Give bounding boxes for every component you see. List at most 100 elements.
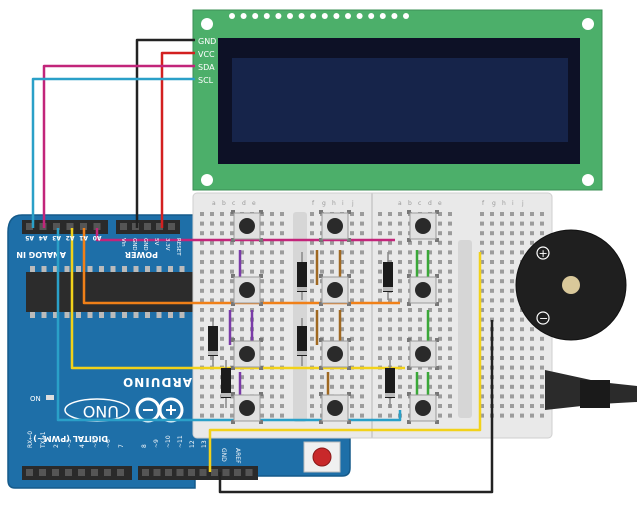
breadboard-hole: [310, 327, 314, 332]
chip-pin: [30, 312, 35, 318]
breadboard-hole: [310, 346, 314, 351]
buzzer-minus-label: −: [539, 312, 548, 325]
breadboard-hole: [230, 413, 234, 418]
breadboard-hole: [240, 269, 244, 274]
breadboard-hole: [310, 308, 314, 312]
breadboard-hole: [280, 279, 284, 284]
push-button[interactable]: [231, 210, 263, 242]
push-button[interactable]: [407, 210, 439, 242]
header-hole: [144, 223, 151, 230]
breadboard-hole: [210, 384, 214, 389]
chip-pin: [179, 312, 185, 318]
breadboard-hole: [340, 317, 344, 322]
push-button[interactable]: [407, 392, 439, 424]
breadboard-hole: [320, 375, 324, 380]
breadboard-hole: [310, 231, 314, 236]
power-label: POWER: [125, 250, 158, 259]
breadboard-hole: [530, 375, 534, 380]
analog-pin-label: A0: [93, 234, 102, 241]
breadboard-hole: [280, 317, 284, 322]
breadboard-hole: [330, 240, 334, 245]
breadboard-hole: [398, 384, 402, 389]
breadboard-hole: [280, 269, 284, 274]
breadboard-hole: [510, 298, 514, 303]
breadboard-hole: [418, 250, 422, 255]
breadboard-hole: [230, 298, 234, 303]
breadboard-hole: [310, 260, 314, 264]
breadboard-hole: [510, 356, 514, 360]
breadboard-hole: [408, 375, 412, 380]
breadboard-hole: [500, 404, 504, 408]
buzzer-plus-label: +: [539, 247, 548, 260]
breadboard-hole: [480, 317, 484, 322]
breadboard-hole: [530, 404, 534, 408]
breadboard-hole: [360, 317, 364, 322]
breadboard-hole: [230, 308, 234, 312]
breadboard-hole: [520, 394, 524, 399]
breadboard-hole: [330, 308, 334, 312]
push-button[interactable]: [319, 338, 351, 370]
breadboard-hole: [388, 336, 392, 341]
header-hole: [176, 469, 184, 476]
breadboard-hole: [360, 394, 364, 399]
push-button[interactable]: [319, 210, 351, 242]
breadboard-column-letter: e: [252, 200, 256, 207]
breadboard-hole: [448, 288, 452, 293]
breadboard-hole: [360, 308, 364, 312]
breadboard-hole: [398, 231, 402, 236]
breadboard-hole: [260, 269, 264, 274]
breadboard-hole: [270, 288, 274, 293]
breadboard-hole: [310, 269, 314, 274]
breadboard-hole: [428, 365, 432, 370]
breadboard-hole: [418, 240, 422, 245]
breadboard-column-letter: i: [512, 200, 514, 207]
push-button[interactable]: [407, 274, 439, 306]
digital-pin-label: ~3: [66, 439, 73, 448]
push-button[interactable]: [407, 338, 439, 370]
breadboard-hole: [510, 308, 514, 312]
breadboard-hole: [210, 260, 214, 264]
breadboard-hole: [220, 308, 224, 312]
breadboard-hole: [500, 375, 504, 380]
push-button[interactable]: [319, 274, 351, 306]
reset-button[interactable]: [312, 447, 332, 467]
push-button[interactable]: [319, 392, 351, 424]
breadboard-hole: [428, 336, 432, 341]
breadboard-hole: [480, 288, 484, 293]
wire-dgnd-black: [218, 320, 494, 494]
breadboard-hole: [200, 404, 204, 408]
chip-pin: [156, 266, 162, 272]
breadboard-hole: [480, 404, 484, 408]
breadboard-hole: [500, 250, 504, 255]
breadboard-hole: [330, 250, 334, 255]
breadboard-hole: [418, 365, 422, 370]
breadboard-hole: [240, 327, 244, 332]
breadboard-hole: [388, 221, 392, 226]
breadboard-hole: [260, 221, 264, 226]
push-button[interactable]: [231, 338, 263, 370]
breadboard-hole: [360, 298, 364, 303]
breadboard-column-letter: d: [242, 200, 246, 207]
breadboard-hole: [480, 327, 484, 332]
header-hole: [93, 223, 101, 230]
lcd-pin-sda: SDA: [198, 63, 215, 72]
breadboard-hole: [398, 308, 402, 312]
breadboard-hole: [378, 250, 382, 255]
breadboard-hole: [220, 327, 224, 332]
breadboard-hole: [520, 413, 524, 418]
breadboard-hole: [260, 260, 264, 264]
breadboard-hole: [240, 260, 244, 264]
chip-pin: [64, 266, 70, 272]
breadboard-hole: [448, 375, 452, 380]
breadboard-hole: [448, 250, 452, 255]
breadboard-hole: [270, 298, 274, 303]
breadboard-hole: [500, 240, 504, 245]
breadboard-hole: [398, 375, 402, 380]
breadboard-hole: [378, 317, 382, 322]
breadboard-hole: [530, 327, 534, 332]
lcd-header-pin: [368, 13, 375, 19]
power-pin-label: 3.3V: [164, 238, 170, 251]
push-button[interactable]: [231, 392, 263, 424]
breadboard-hole: [398, 327, 402, 332]
push-button[interactable]: [231, 274, 263, 306]
